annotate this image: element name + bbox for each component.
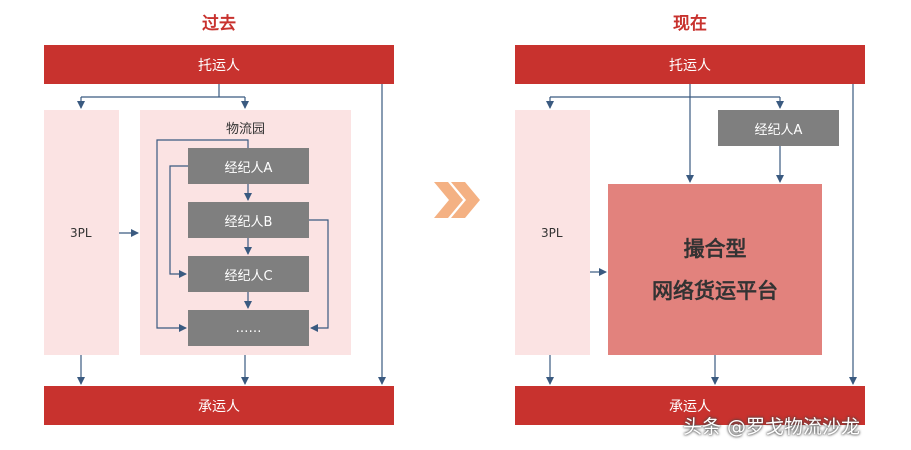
- right-carrier-bar: 承运人: [515, 386, 865, 425]
- left-title: 过去: [202, 14, 236, 34]
- left-broker-a: 经纪人A: [188, 148, 309, 184]
- logistics-park-label: 物流园: [225, 122, 265, 137]
- matching-platform-box: 撮合型 网络货运平台: [608, 184, 822, 355]
- platform-line2: 网络货运平台: [652, 278, 778, 303]
- transition-chevron-icon: [434, 182, 480, 218]
- right-3pl-box: 3PL: [515, 110, 590, 355]
- left-shipper-bar: 托运人: [44, 45, 394, 84]
- platform-line1: 撮合型: [683, 236, 747, 261]
- left-3pl-label: 3PL: [70, 226, 92, 240]
- right-title: 现在: [673, 14, 707, 34]
- left-3pl-box: 3PL: [44, 110, 119, 355]
- right-3pl-label: 3PL: [541, 226, 563, 240]
- left-broker-c: 经纪人C: [188, 256, 309, 292]
- left-broker-b: 经纪人B: [188, 202, 309, 238]
- watermark-text: 头条 @罗戈物流沙龙: [683, 416, 861, 438]
- right-shipper-bar: 托运人: [515, 45, 865, 84]
- left-carrier-bar: 承运人: [44, 386, 394, 425]
- left-broker-more: ……: [188, 310, 309, 346]
- right-broker-a: 经纪人A: [718, 110, 839, 146]
